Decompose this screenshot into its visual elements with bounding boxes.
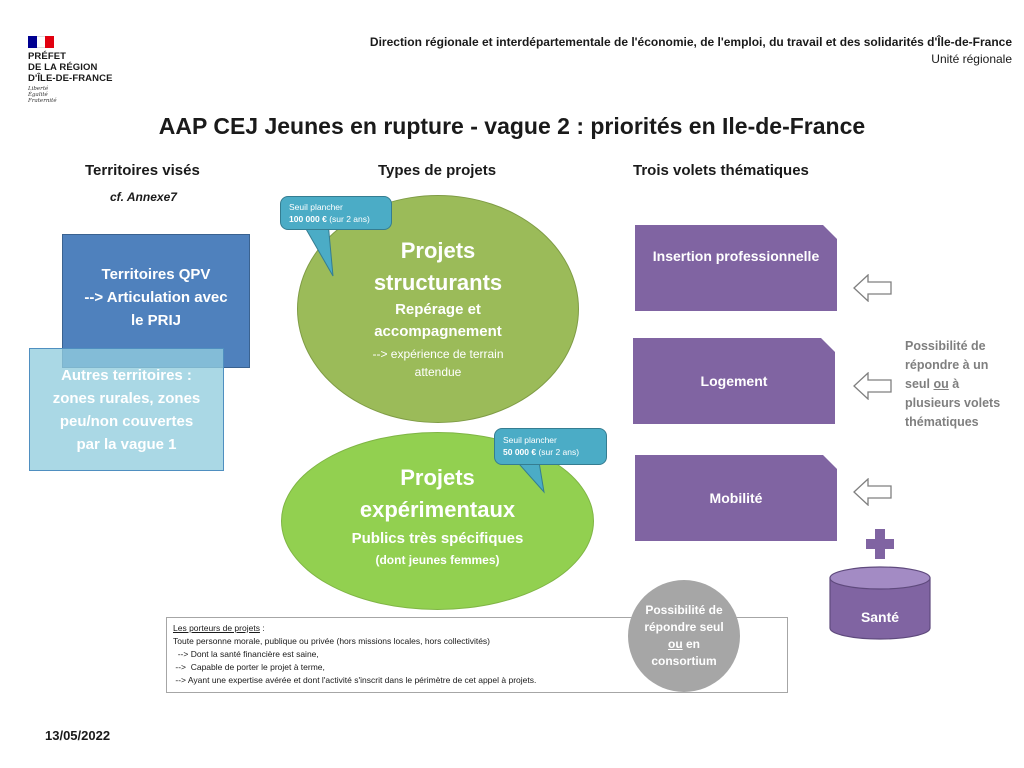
theme-logement-label: Logement bbox=[700, 373, 768, 389]
porteurs-heading-suffix: : bbox=[259, 623, 265, 633]
callout-pointer-icon bbox=[511, 456, 545, 494]
consortium-line-2: répondre seul bbox=[644, 620, 724, 634]
column-themes: Trois volets thématiques bbox=[633, 162, 809, 179]
consortium-circle: Possibilité de répondre seul ou en conso… bbox=[628, 580, 740, 692]
projets-experimentaux-note: (dont jeunes femmes) bbox=[375, 553, 500, 567]
projets-structurants-note-line-2: attendue bbox=[414, 365, 462, 379]
porteurs-heading: Les porteurs de projets bbox=[173, 623, 260, 633]
callout-1-amount: 100 000 € bbox=[289, 214, 327, 224]
theme-insertion-professionnelle: Insertion professionnelle bbox=[635, 225, 837, 311]
header-direction: Direction régionale et interdépartementa… bbox=[369, 35, 1012, 49]
logo-line-3: D'ÎLE-DE-FRANCE bbox=[28, 73, 113, 84]
callout-1-detail: (sur 2 ans) bbox=[326, 214, 370, 224]
territory-other-line-1: Autres territoires : bbox=[61, 366, 192, 384]
arrow-left-icon bbox=[853, 372, 892, 400]
projets-experimentaux-subtitle: Publics très spécifiques bbox=[351, 530, 524, 547]
theme-sante-label: Santé bbox=[860, 609, 900, 625]
projets-structurants-note-line-1: --> expérience de terrain bbox=[372, 347, 504, 361]
porteurs-line-4: --> Ayant une expertise avérée et dont l… bbox=[173, 675, 537, 685]
theme-insertion-label: Insertion professionnelle bbox=[652, 248, 820, 264]
annexe-reference: cf. Annexe7 bbox=[110, 190, 177, 204]
logo-line-2: DE LA RÉGION bbox=[28, 62, 98, 73]
plus-icon bbox=[866, 529, 894, 559]
projets-structurants-subtitle-line-2: accompagnement bbox=[374, 323, 502, 340]
arrow-left-icon bbox=[853, 478, 892, 506]
consortium-line-4: consortium bbox=[651, 654, 717, 668]
projets-experimentaux-title: Projets expérimentaux bbox=[281, 462, 594, 526]
theme-mobilite-label: Mobilité bbox=[709, 490, 763, 506]
territory-qpv-line-1: Territoires QPV bbox=[101, 266, 211, 283]
marianne-flag-icon bbox=[28, 36, 55, 48]
consortium-line-3: en bbox=[682, 637, 700, 651]
territory-other-line-4: par la vague 1 bbox=[76, 435, 177, 453]
porteurs-line-1: Toute personne morale, publique ou privé… bbox=[173, 636, 491, 646]
possibility-part-2: à plusieurs volets thématiques bbox=[905, 377, 1001, 429]
header-unit: Unité régionale bbox=[931, 52, 1012, 66]
callout-1-label: Seuil plancher bbox=[289, 202, 343, 212]
porteurs-line-3: --> Capable de porter le projet à terme, bbox=[173, 662, 325, 672]
possibility-part-1: Possibilité de répondre à un seul bbox=[905, 339, 989, 391]
theme-sante-cylinder bbox=[829, 566, 931, 640]
theme-logement: Logement bbox=[633, 338, 835, 424]
consortium-line-1: Possibilité de bbox=[645, 603, 723, 617]
logo-motto-1: Liberté bbox=[28, 86, 49, 92]
projets-experimentaux-title-line-2: expérimentaux bbox=[359, 497, 516, 522]
logo-motto-3: Fraternité bbox=[28, 98, 57, 104]
callout-2-label: Seuil plancher bbox=[503, 435, 557, 445]
territory-other-line-3: peu/non couvertes bbox=[59, 412, 194, 430]
projets-structurants-title: Projets structurants bbox=[297, 235, 579, 299]
consortium-ou: ou bbox=[667, 637, 683, 651]
projets-structurants-subtitle-line-1: Repérage et bbox=[395, 301, 481, 318]
arrow-left-icon bbox=[853, 274, 892, 302]
callout-2-detail: (sur 2 ans) bbox=[536, 447, 580, 457]
territory-other-box: Autres territoires : zones rurales, zone… bbox=[29, 348, 224, 471]
logo-line-1: PRÉFET bbox=[28, 51, 67, 62]
callout-seuil-100000: Seuil plancher 100 000 € (sur 2 ans) bbox=[280, 196, 392, 230]
territory-other-line-2: zones rurales, zones bbox=[52, 389, 201, 407]
callout-pointer-icon bbox=[301, 222, 334, 277]
page-title: AAP CEJ Jeunes en rupture - vague 2 : pr… bbox=[158, 113, 866, 139]
theme-mobilite: Mobilité bbox=[635, 455, 837, 541]
projets-structurants-note: --> expérience de terrain attendue bbox=[297, 345, 579, 381]
projets-structurants-title-line-1: Projets bbox=[400, 238, 476, 263]
column-project-types: Types de projets bbox=[378, 162, 497, 179]
territory-qpv-box: Territoires QPV --> Articulation avec le… bbox=[62, 234, 250, 368]
column-territories: Territoires visés bbox=[85, 162, 200, 179]
porteurs-line-2: --> Dont la santé financière est saine, bbox=[173, 649, 319, 659]
logo-motto-2: Égalité bbox=[28, 92, 48, 98]
projets-structurants-ellipse bbox=[297, 195, 579, 423]
projets-experimentaux-title-line-1: Projets bbox=[400, 465, 475, 490]
callout-seuil-50000: Seuil plancher 50 000 € (sur 2 ans) bbox=[494, 428, 607, 465]
callout-2-amount: 50 000 € bbox=[503, 447, 537, 457]
territory-qpv-line-3: le PRIJ bbox=[130, 312, 181, 329]
projets-structurants-subtitle: Repérage et accompagnement bbox=[297, 299, 579, 343]
possibility-themes-note: Possibilité de répondre à un seul ou à p… bbox=[905, 337, 1015, 432]
territory-qpv-line-2: --> Articulation avec bbox=[84, 289, 228, 306]
document-date: 13/05/2022 bbox=[45, 728, 111, 743]
projets-structurants-title-line-2: structurants bbox=[373, 270, 503, 295]
possibility-ou: ou bbox=[933, 377, 949, 391]
